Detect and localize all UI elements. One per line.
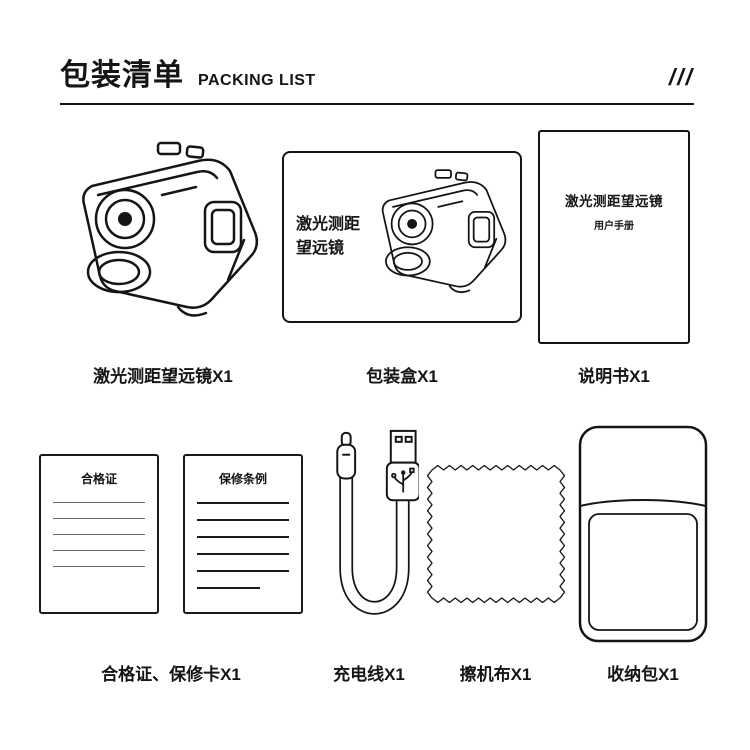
warranty-card-title: 保修条例 [218,472,267,486]
item-caption: 说明书X1 [578,367,650,386]
ruled-lines [197,502,289,589]
item-caption: 激光测距望远镜X1 [93,367,233,386]
item-caption: 充电线X1 [333,665,405,684]
item-rangefinder: 激光测距望远镜X1 [48,122,278,387]
manual-illustration: 激光测距望远镜 用户手册 [538,130,690,344]
item-caption: 擦机布X1 [459,665,532,684]
manual-subtitle: 用户手册 [594,221,634,232]
certificate-card-illustration: 合格证 [39,454,159,614]
rangefinder-print-illustration [381,169,507,294]
cleaning-cloth-illustration [426,464,565,604]
usb-trident-logo [391,467,415,493]
certificate-card-title: 合格证 [80,472,117,486]
item-pouch: 收纳包X1 [568,418,718,685]
header-divider [60,103,694,105]
decor-slashes: /// [668,64,694,90]
warranty-card-illustration: 保修条例 [183,454,303,614]
page-title: 包装清单 [60,59,184,92]
box-print-line2: 望远镜 [296,240,345,257]
box-print-text: 激光测距 望远镜 [296,213,360,261]
usb-cable-illustration [336,429,419,615]
item-cable: 充电线X1 [314,418,424,685]
box-print-line1: 激光测距 [296,216,361,233]
item-manual: 激光测距望远镜 用户手册 说明书X1 [528,122,700,387]
header: 包装清单 PACKING LIST /// [60,50,694,105]
storage-pouch-illustration [578,425,708,643]
item-caption: 包装盒X1 [366,367,438,386]
item-caption: 收纳包X1 [607,665,679,684]
packing-box-illustration: 激光测距 望远镜 [282,151,522,323]
cloth-zigzag-shape [426,464,565,604]
page-subtitle: PACKING LIST [198,72,316,89]
item-cards: 合格证 保修条例 合格证、保修卡X1 [28,418,314,685]
item-cloth: 擦机布X1 [418,418,573,685]
item-packing-box: 激光测距 望远镜 包装盒X1 [280,122,524,387]
manual-title: 激光测距望远镜 [565,194,663,209]
item-caption: 合格证、保修卡X1 [101,665,241,684]
rangefinder-illustration [82,141,259,317]
ruled-lines [53,502,145,567]
usb-c-connector [336,431,357,480]
